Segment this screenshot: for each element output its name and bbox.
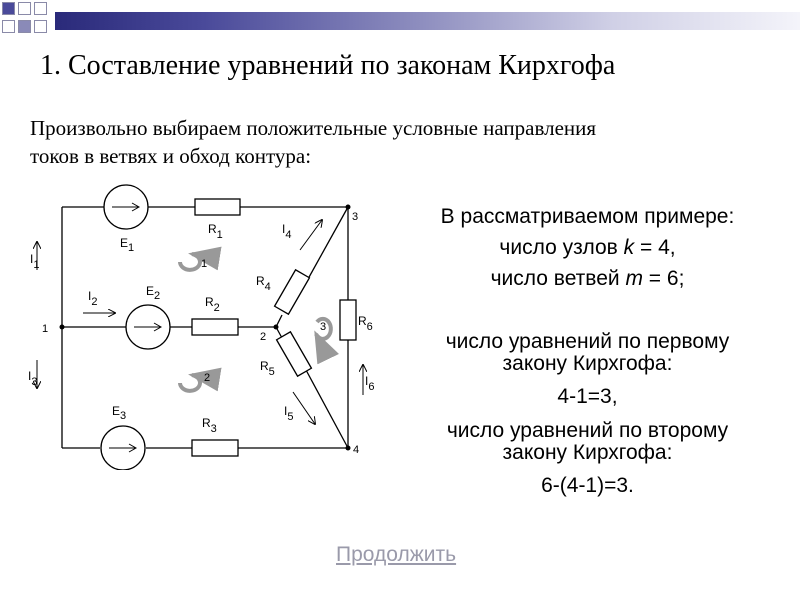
resistor-r5 (275, 330, 313, 378)
resistor-r3 (191, 439, 239, 457)
intro-line: Произвольно выбираем положительные услов… (30, 116, 597, 140)
loop-label: 3 (320, 321, 326, 333)
slide-title: 1. Составление уравнений по законам Кирх… (40, 50, 616, 81)
second-law-text: число уравнений по второму (446, 419, 729, 442)
intro-text: Произвольно выбираем положительные услов… (30, 114, 770, 170)
decor-square (2, 2, 15, 15)
second-law-text: закону Кирхгофа: (502, 441, 673, 464)
node-dot (59, 324, 65, 330)
first-law-text: закону Кирхгофа: (502, 352, 673, 375)
node-dot (345, 445, 351, 451)
first-law-calc: 4-1=3, (557, 385, 618, 408)
source-e1 (103, 184, 149, 230)
resistor-r1 (194, 198, 241, 216)
resistor-r2 (191, 318, 239, 336)
decor-square (2, 20, 15, 33)
loop-label: 1 (201, 258, 207, 270)
current-label: I2 (88, 289, 97, 308)
decor-square (34, 2, 47, 15)
nodes-count: число узлов k = 4, (499, 236, 676, 259)
title-gradient-bar (55, 12, 800, 30)
source-label: E3 (112, 404, 126, 422)
continue-link[interactable]: Продолжить (336, 543, 457, 566)
circuit-diagram: 1 2 3 4 E1 E2 E3 R1 R2 R3 R4 R5 R6 I1 I2… (28, 184, 374, 470)
source-label: E2 (146, 284, 160, 302)
node-label: 3 (352, 211, 358, 223)
second-law-calc: 6-(4-1)=3. (541, 474, 634, 497)
resistor-label: R5 (260, 359, 275, 378)
current-label: I5 (284, 404, 293, 423)
branches-count: число ветвей m = 6; (490, 267, 685, 290)
resistor-label: R2 (205, 295, 220, 314)
loop-label: 2 (204, 372, 210, 384)
node-dot (345, 204, 351, 210)
source-e3 (100, 425, 146, 470)
resistor-label: R4 (256, 274, 271, 293)
node-dot (273, 324, 279, 330)
resistor-label: R3 (202, 416, 217, 435)
loop-arrows (178, 246, 340, 393)
top-decoration-bar (0, 0, 800, 40)
circuit-wires (61, 206, 349, 449)
node-label: 4 (353, 444, 359, 456)
resistor-label: R6 (358, 314, 373, 333)
current-label: I1 (30, 252, 39, 271)
resistor-label: R1 (208, 222, 223, 241)
current-arrows (37, 220, 363, 424)
node-label: 2 (260, 331, 266, 343)
node-label: 1 (42, 323, 48, 335)
intro-line: токов в ветвях и обход контура: (30, 144, 312, 168)
source-label: E1 (120, 236, 134, 254)
decor-square (18, 20, 31, 33)
decor-square (18, 2, 31, 15)
resistor-r4 (273, 268, 311, 316)
example-heading: В рассматриваемом примере: (440, 205, 735, 228)
resistor-r6 (339, 299, 357, 341)
current-label: I3 (28, 369, 37, 388)
decor-square (34, 20, 47, 33)
source-e2 (125, 304, 171, 350)
current-label: I6 (365, 374, 374, 393)
first-law-text: число уравнений по первому (445, 330, 730, 353)
current-label: I4 (282, 222, 291, 241)
